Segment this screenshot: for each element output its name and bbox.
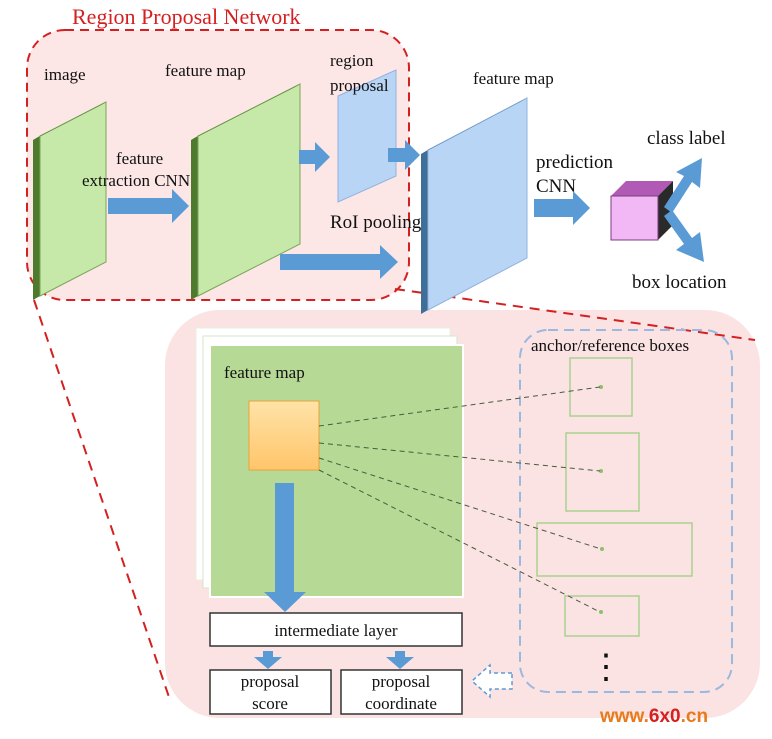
label-feature-map-1: feature map [165, 61, 246, 80]
image-panel-edge [33, 136, 40, 300]
label-class-label: class label [647, 128, 726, 149]
arrow-to-region-proposal [299, 142, 330, 172]
proposal-coordinate-box [340, 669, 463, 715]
arrow-to-intermediate [264, 483, 306, 612]
anchor-box-4 [564, 595, 640, 637]
anchor-link-1 [318, 386, 601, 427]
arrow-class-label [664, 158, 702, 213]
label-feature-extraction-1: feature [116, 149, 163, 168]
label-proposal-coordinate-1: proposal [372, 672, 431, 691]
image-panel-top [33, 102, 106, 140]
zoom-line-left [33, 299, 171, 701]
label-anchor-boxes: anchor/reference boxes [531, 336, 689, 355]
anchor-link-3 [318, 457, 602, 550]
anchor-center-4 [599, 610, 603, 614]
anchor-link-4 [318, 469, 601, 613]
label-proposal-coordinate-2: coordinate [365, 694, 437, 713]
feature-map-2-edge [421, 150, 428, 314]
label-region-proposal-1: region [330, 51, 374, 70]
arrow-to-feature-map-2 [388, 140, 420, 170]
watermark-suffix: .cn [681, 706, 708, 727]
label-image: image [44, 65, 86, 84]
anchor-center-3 [600, 547, 604, 551]
arrow-prediction [534, 191, 590, 225]
label-proposal-score-1: proposal [241, 672, 300, 691]
proposal-score-box [209, 669, 332, 715]
sliding-window [248, 400, 320, 471]
output-cube-front [610, 195, 659, 241]
anchor-box-1 [569, 357, 633, 417]
feature-map-1-top [191, 84, 300, 140]
zoom-line-right [394, 288, 756, 341]
label-proposal-score-2: score [252, 694, 288, 713]
watermark-mid: 6x0 [649, 706, 681, 727]
label-region-proposal-2: proposal [330, 76, 389, 95]
watermark: www.6x0.cn [599, 706, 708, 727]
arrow-to-score [254, 651, 282, 669]
label-feature-map-3: feature map [224, 363, 305, 382]
arrow-feature-extraction [108, 189, 189, 223]
anchor-ellipsis: ⋮ [589, 649, 623, 686]
anchor-center-1 [599, 385, 603, 389]
intermediate-layer-box [209, 612, 463, 647]
feature-map-2-top [421, 98, 527, 154]
label-prediction-1: prediction [536, 152, 614, 173]
output-cube-top [611, 181, 673, 196]
label-feature-extraction-2: extraction CNN [82, 171, 190, 190]
feature-map-2-panel [427, 97, 528, 311]
anchor-link-2 [318, 442, 601, 472]
arrow-from-anchors [470, 663, 513, 699]
region-proposal-panel [337, 69, 397, 203]
feature-map-1-edge [191, 136, 198, 300]
diagram-title: Region Proposal Network [72, 4, 301, 29]
anchor-center-2 [599, 469, 603, 473]
label-prediction-2: CNN [536, 176, 576, 197]
feature-map-sheet-front [209, 344, 464, 598]
label-roi-pooling: RoI pooling [330, 212, 422, 233]
label-intermediate-layer: intermediate layer [274, 621, 398, 640]
label-feature-map-2: feature map [473, 69, 554, 88]
arrow-feature-map-skip [280, 245, 398, 279]
anchor-box-3 [536, 522, 693, 577]
arrow-box-location [664, 210, 704, 262]
output-cube-side [658, 181, 673, 240]
watermark-prefix: www. [599, 706, 649, 727]
label-box-location: box location [632, 272, 727, 293]
arrow-to-coordinate [386, 651, 414, 669]
anchor-boxes-container [519, 329, 733, 693]
anchor-box-2 [565, 432, 640, 512]
